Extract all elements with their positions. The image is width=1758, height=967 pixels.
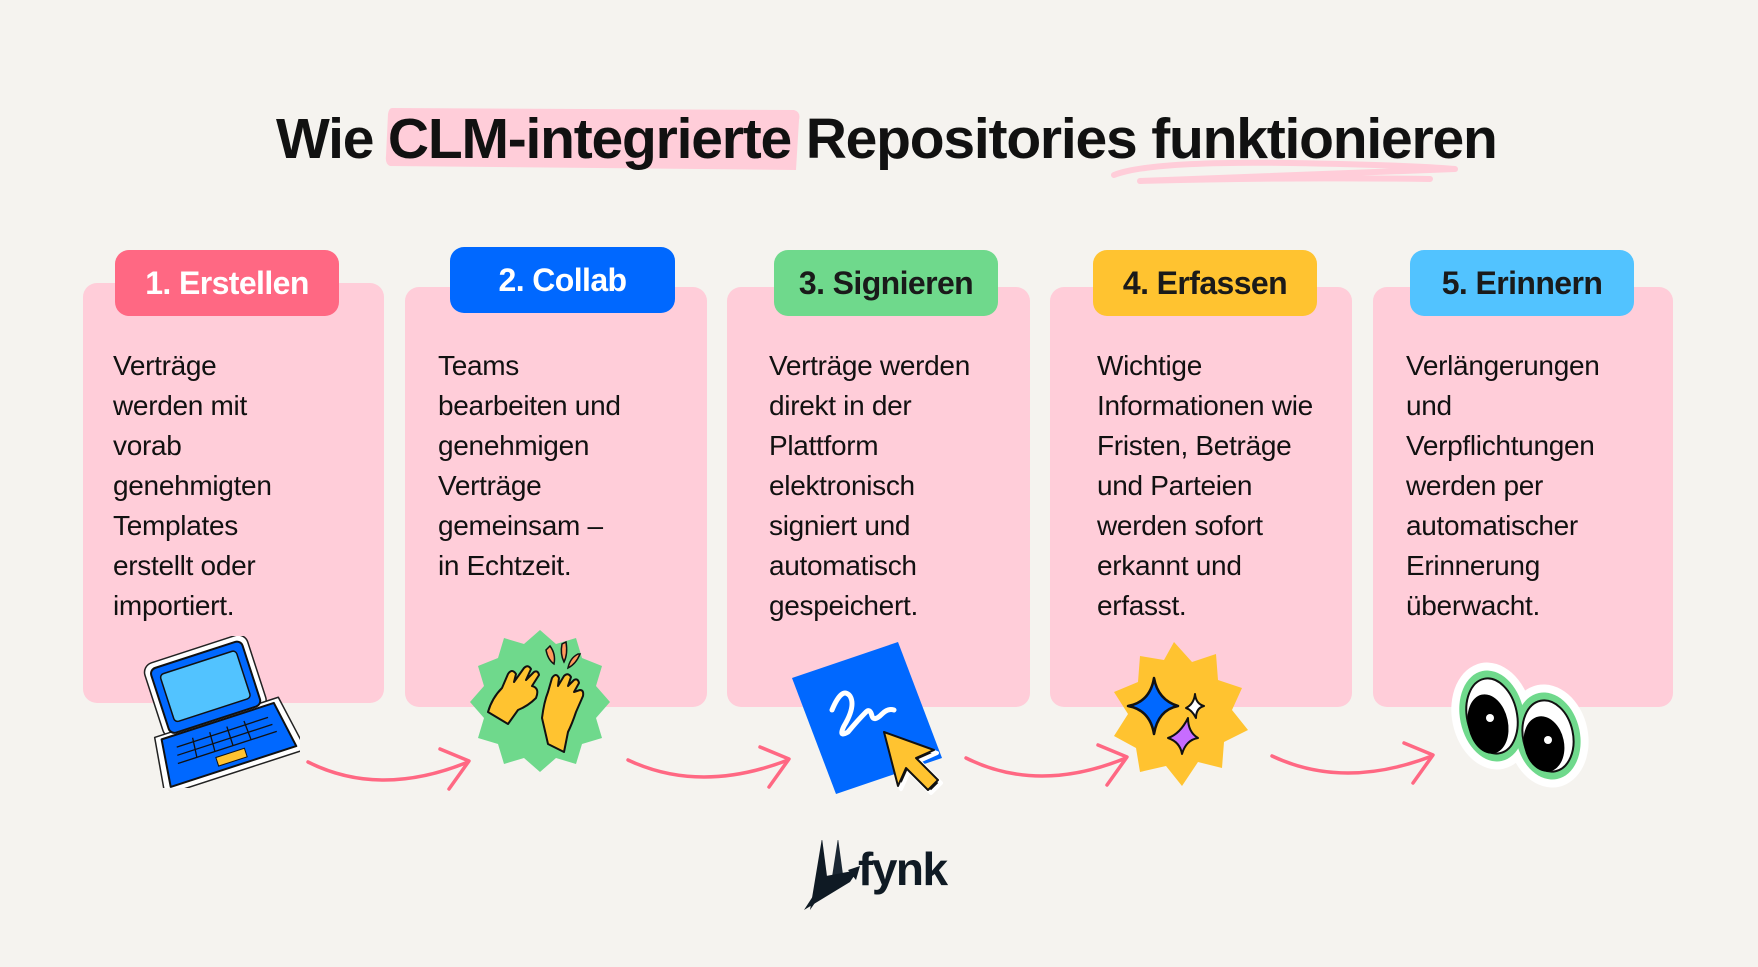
step-card-4 <box>1050 287 1352 707</box>
step-card-3 <box>727 287 1030 707</box>
arrow-2-to-3 <box>626 745 791 789</box>
step-text-3: Verträge werden direkt in der Plattform … <box>769 350 970 621</box>
arrow-3-to-4 <box>964 743 1129 787</box>
step-text-1: Verträge werden mit vorab genehmigten Te… <box>113 350 272 621</box>
step-card-2 <box>405 287 707 707</box>
step-card-1 <box>83 283 384 703</box>
step-text-5: Verlängerungen und Verpflichtungen werde… <box>1406 350 1600 621</box>
title-underline-mark <box>1111 159 1458 184</box>
starburst-badge <box>470 630 610 772</box>
signature-icon <box>792 642 943 795</box>
title-highlight-text: CLM-integrierte <box>387 107 792 171</box>
fynk-logo-text: fynk <box>858 843 948 895</box>
sparkles-icon <box>1114 642 1248 786</box>
step-label-4: 4. Erfassen <box>1093 250 1317 316</box>
step-card-5 <box>1373 287 1673 707</box>
title-underlined-text: funktionieren <box>1151 107 1498 171</box>
step-label-5: 5. Erinnern <box>1410 250 1634 316</box>
arrow-4-to-5 <box>1270 741 1435 785</box>
step-label-1: 1. Erstellen <box>115 250 339 316</box>
step-label-2: 2. Collab <box>450 247 675 313</box>
page-title: Wie CLM-integrierte Repositories funktio… <box>276 104 1498 174</box>
title-highlight-mark <box>385 108 800 170</box>
step-label-3: 3. Signieren <box>774 250 998 316</box>
arrow-1-to-2 <box>306 747 471 791</box>
fynk-logo-icon <box>804 840 860 910</box>
step-text-2: Teams bearbeiten und genehmigen Verträge… <box>438 350 621 581</box>
header: Wie CLM-integrierte Repositories funktio… <box>0 0 1758 200</box>
step-text-4: Wichtige Informationen wie Fristen, Betr… <box>1097 350 1313 621</box>
title-middle: Repositories <box>791 107 1152 171</box>
eyes-icon <box>1451 662 1589 788</box>
starburst-badge <box>1114 642 1248 786</box>
laptop-icon <box>143 636 300 788</box>
title-prefix: Wie <box>276 107 388 171</box>
cursor-icon <box>883 731 943 795</box>
high-five-icon <box>470 630 610 772</box>
